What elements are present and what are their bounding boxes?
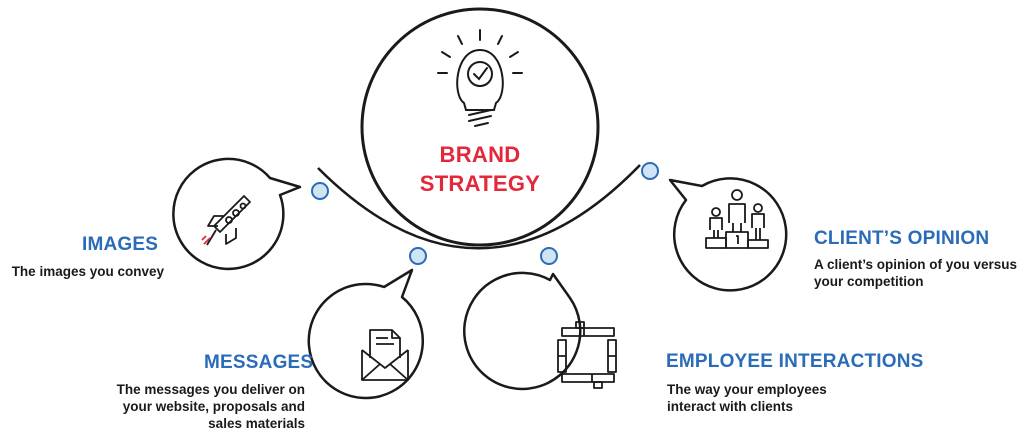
images-description: The images you convey [4, 263, 164, 280]
employee-interactions-description-line: interact with clients [667, 399, 794, 414]
arc-dot-clients-opinion [641, 162, 659, 180]
center-title-line2: STRATEGY [419, 171, 541, 196]
employee-interactions-title: EMPLOYEE INTERACTIONS [666, 351, 924, 372]
messages-title: MESSAGES [204, 352, 314, 373]
clients-opinion-description: A client’s opinion of you versus your co… [814, 256, 1022, 290]
messages-description-line: The messages you deliver on [116, 382, 305, 397]
clients-opinion-title: CLIENT’S OPINION [814, 228, 990, 249]
arc-dot-employee-interactions [540, 247, 558, 265]
messages-node [307, 268, 425, 400]
center-title: BRAND STRATEGY [400, 140, 560, 198]
handshake-chain-icon [557, 321, 617, 389]
rocket-icon [201, 195, 251, 246]
arc-dot-messages [409, 247, 427, 265]
connector-arc [317, 164, 641, 250]
messages-description-line: sales materials [208, 416, 305, 431]
images-node [172, 157, 302, 271]
podium-icon [705, 189, 769, 249]
messages-description: The messages you deliver on your website… [100, 381, 305, 432]
clients-opinion-description-line: your competition [814, 274, 924, 289]
images-title: IMAGES [82, 234, 159, 255]
employee-interactions-description-line: The way your employees [667, 382, 827, 397]
employee-interactions-description: The way your employees interact with cli… [667, 381, 887, 415]
center-title-line1: BRAND [439, 142, 521, 167]
envelope-icon [361, 329, 409, 381]
clients-opinion-node [668, 177, 788, 292]
arc-dot-images [311, 182, 329, 200]
brand-strategy-circle [360, 7, 600, 247]
clients-opinion-description-line: A client’s opinion of you versus [814, 257, 1018, 272]
lightbulb-icon [437, 29, 523, 127]
employee-interactions-node [463, 271, 617, 391]
messages-description-line: your website, proposals and [122, 399, 305, 414]
images-description-line: The images you convey [11, 264, 164, 279]
